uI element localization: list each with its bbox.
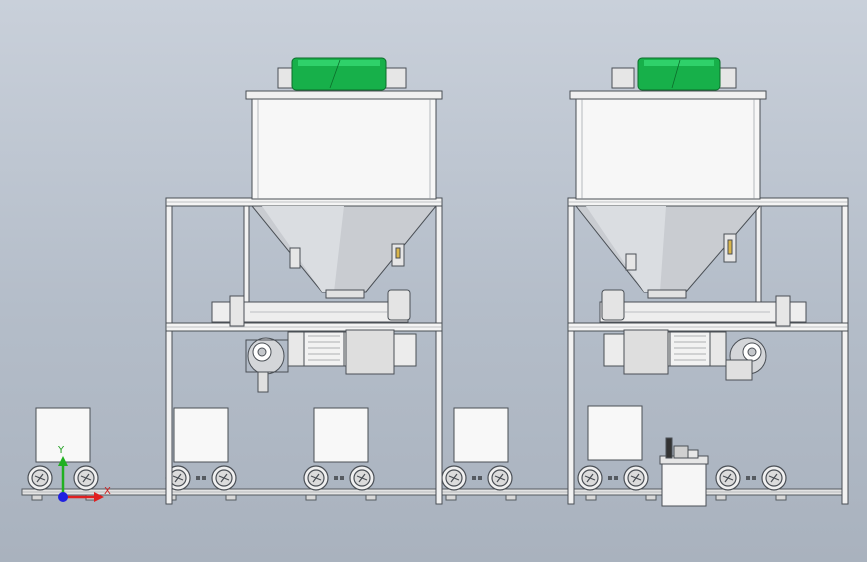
- left-hopper-station[interactable]: [165, 57, 443, 505]
- roller: [577, 465, 603, 491]
- roller: [73, 465, 99, 491]
- sealing-unit: [659, 437, 709, 507]
- roller: [211, 465, 237, 491]
- coordinate-axis-triad: Y X: [57, 445, 111, 502]
- axis-y-label: Y: [57, 445, 65, 456]
- roller: [441, 465, 467, 491]
- bins: [35, 405, 643, 463]
- right-hopper-station[interactable]: [567, 57, 849, 505]
- roller: [761, 465, 787, 491]
- bin: [587, 405, 643, 461]
- roller: [349, 465, 375, 491]
- bin: [173, 407, 229, 463]
- roller: [487, 465, 513, 491]
- roller: [715, 465, 741, 491]
- roller: [27, 465, 53, 491]
- axis-x-label: X: [104, 486, 111, 497]
- bin: [453, 407, 509, 463]
- bin: [313, 407, 369, 463]
- roller: [623, 465, 649, 491]
- conveyor-rollers: [27, 465, 787, 491]
- conveyor-line: [21, 488, 849, 501]
- roller: [303, 465, 329, 491]
